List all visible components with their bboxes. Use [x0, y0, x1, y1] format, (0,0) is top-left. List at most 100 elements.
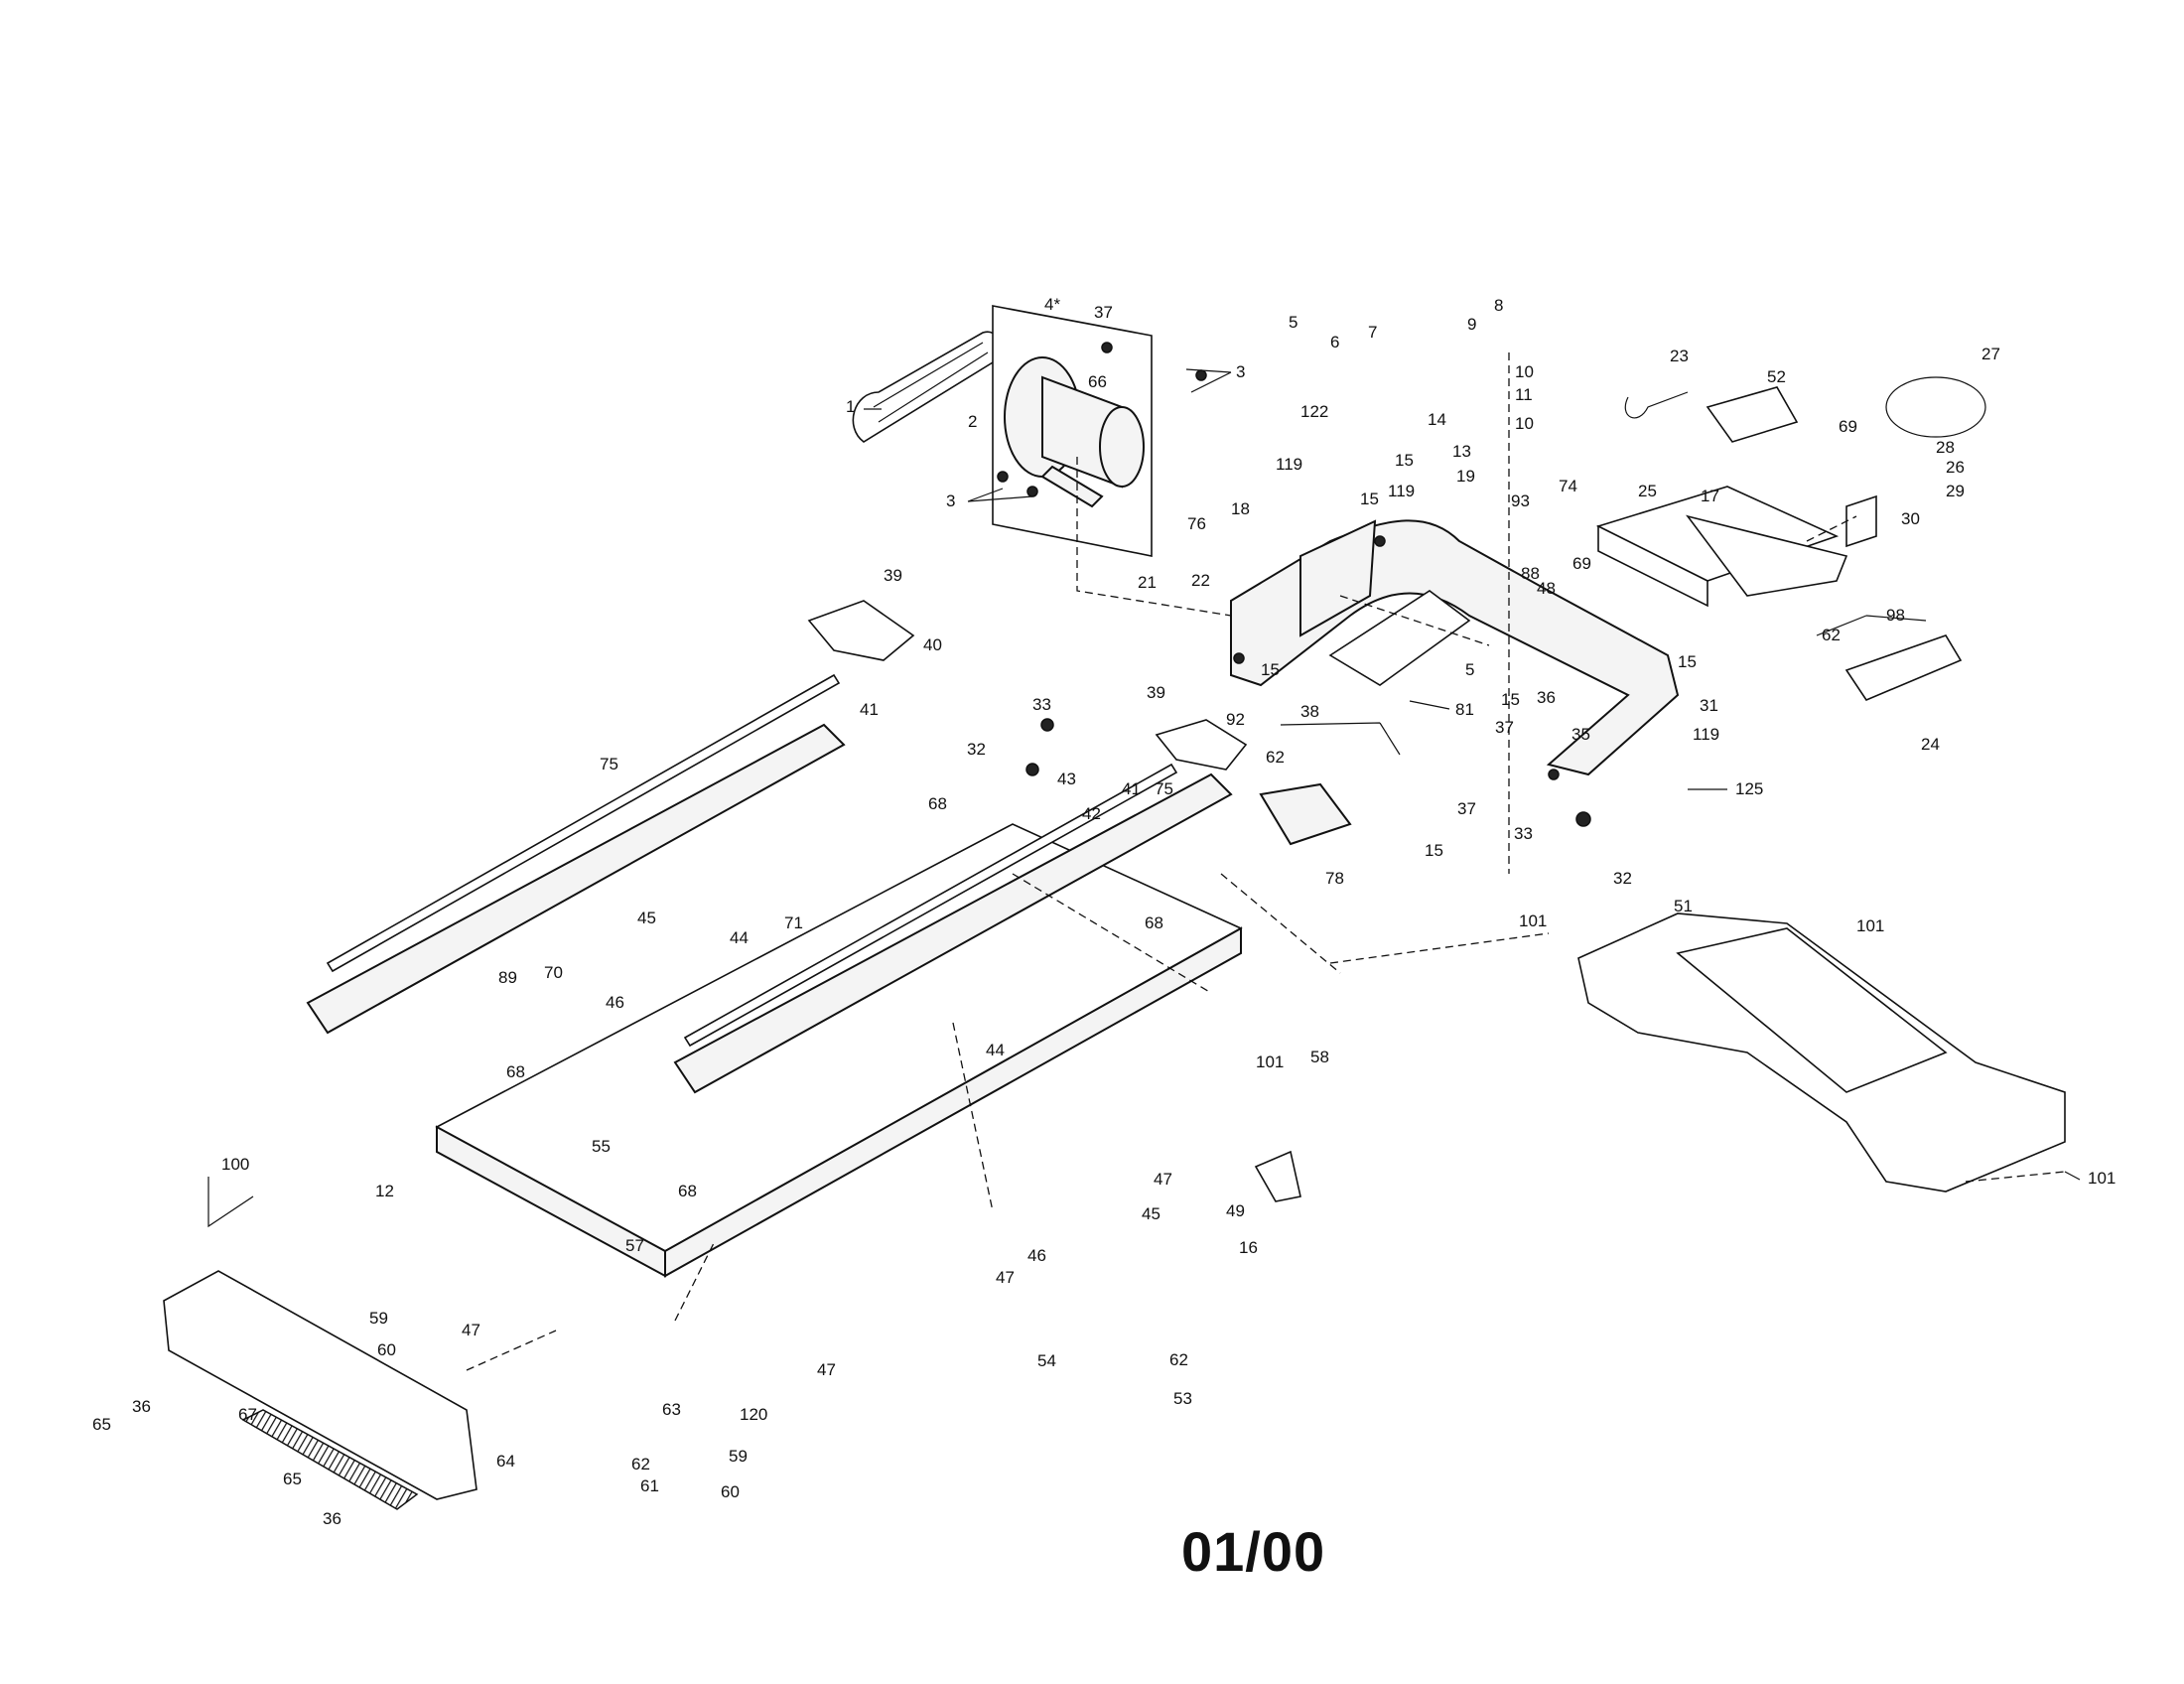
callout-59: 59 — [729, 1447, 748, 1466]
callout-119: 119 — [1388, 482, 1415, 500]
rail-insert-left — [326, 673, 841, 973]
callout-16: 16 — [1239, 1238, 1258, 1257]
callout-4: 4* — [1044, 295, 1060, 314]
callout-47: 47 — [462, 1321, 480, 1339]
callout-81: 81 — [1455, 700, 1474, 719]
callout-52: 52 — [1767, 367, 1786, 386]
callout-22: 22 — [1191, 571, 1210, 590]
callout-44: 44 — [986, 1041, 1005, 1059]
grip-strip — [241, 1409, 419, 1510]
callout-51: 51 — [1674, 897, 1693, 915]
callout-88: 88 — [1521, 564, 1540, 583]
front-hood — [163, 1270, 478, 1500]
leader-lines — [864, 368, 2081, 1181]
callout-35: 35 — [1571, 725, 1590, 744]
callout-75: 75 — [600, 755, 618, 773]
callout-14: 14 — [1428, 410, 1446, 429]
callout-15: 15 — [1501, 690, 1520, 709]
callout-119: 119 — [1276, 455, 1302, 474]
callout-58: 58 — [1310, 1048, 1329, 1066]
callout-18: 18 — [1231, 499, 1250, 518]
callout-49: 49 — [1226, 1201, 1245, 1220]
callout-37: 37 — [1457, 799, 1476, 818]
side-rail-left — [306, 723, 846, 1035]
callout-62: 62 — [1169, 1350, 1188, 1369]
callout-32: 32 — [1613, 869, 1632, 888]
callout-69: 69 — [1839, 417, 1857, 436]
callout-98: 98 — [1886, 606, 1905, 625]
callout-54: 54 — [1037, 1351, 1056, 1370]
callout-60: 60 — [721, 1482, 740, 1501]
callout-43: 43 — [1057, 770, 1076, 788]
callout-10: 10 — [1515, 362, 1534, 381]
callout-45: 45 — [637, 909, 656, 927]
callout-15: 15 — [1261, 660, 1280, 679]
drive-belt — [852, 331, 1002, 443]
callout-60: 60 — [377, 1340, 396, 1359]
callout-101: 101 — [1256, 1052, 1284, 1071]
callout-62: 62 — [631, 1455, 650, 1474]
callout-46: 46 — [1027, 1246, 1046, 1265]
callout-8: 8 — [1494, 296, 1503, 315]
callout-63: 63 — [662, 1400, 681, 1419]
callout-68: 68 — [928, 794, 947, 813]
callout-37: 37 — [1495, 718, 1514, 737]
callout-122: 122 — [1300, 402, 1328, 421]
callout-119: 119 — [1693, 725, 1719, 744]
callout-11: 11 — [1515, 385, 1533, 404]
callout-7: 7 — [1368, 323, 1377, 342]
power-cord — [1885, 376, 1986, 438]
callout-57: 57 — [625, 1236, 644, 1255]
callout-6: 6 — [1330, 333, 1339, 351]
assembly-lines — [466, 352, 2066, 1371]
callout-70: 70 — [544, 963, 563, 982]
callout-39: 39 — [884, 566, 902, 585]
callout-41: 41 — [1122, 779, 1141, 798]
callout-15: 15 — [1425, 841, 1443, 860]
callout-74: 74 — [1559, 477, 1577, 495]
callout-3: 3 — [1236, 362, 1245, 381]
callout-66: 66 — [1088, 372, 1107, 391]
callout-89: 89 — [498, 968, 517, 987]
callout-47: 47 — [817, 1360, 836, 1379]
callout-55: 55 — [592, 1137, 611, 1156]
callout-41: 41 — [860, 700, 879, 719]
callout-62: 62 — [1266, 748, 1285, 767]
callout-100: 100 — [221, 1155, 249, 1174]
callout-12: 12 — [375, 1182, 394, 1200]
callout-125: 125 — [1735, 779, 1763, 798]
callout-5: 5 — [1289, 313, 1297, 332]
callout-42: 42 — [1082, 804, 1101, 823]
callout-78: 78 — [1325, 869, 1344, 888]
callout-47: 47 — [1154, 1170, 1172, 1189]
revision-date-code: 01/00 — [1181, 1520, 1326, 1583]
callout-9: 9 — [1467, 315, 1476, 334]
callout-24: 24 — [1921, 735, 1940, 754]
callout-1: 1 — [846, 397, 855, 416]
callout-48: 48 — [1537, 579, 1556, 598]
callout-101: 101 — [1856, 916, 1884, 935]
callout-40: 40 — [923, 635, 942, 654]
callout-46: 46 — [606, 993, 624, 1012]
callout-15: 15 — [1678, 652, 1697, 671]
main-frame — [1230, 519, 1680, 776]
callout-61: 61 — [640, 1476, 659, 1495]
callout-13: 13 — [1452, 442, 1471, 461]
callout-69: 69 — [1572, 554, 1591, 573]
callout-47: 47 — [996, 1268, 1015, 1287]
callout-93: 93 — [1511, 491, 1530, 510]
hex-key — [207, 1177, 254, 1228]
callout-65: 65 — [92, 1415, 111, 1434]
callout-2: 2 — [968, 412, 977, 431]
callout-36: 36 — [1537, 688, 1556, 707]
callout-68: 68 — [506, 1062, 525, 1081]
callout-32: 32 — [967, 740, 986, 759]
callout-64: 64 — [496, 1452, 515, 1471]
callout-62: 62 — [1822, 626, 1841, 644]
callout-38: 38 — [1300, 702, 1319, 721]
controller-board — [1706, 386, 1799, 443]
callout-17: 17 — [1701, 487, 1719, 505]
callout-37: 37 — [1094, 303, 1113, 322]
callout-27: 27 — [1981, 345, 2000, 363]
callout-15: 15 — [1395, 451, 1414, 470]
